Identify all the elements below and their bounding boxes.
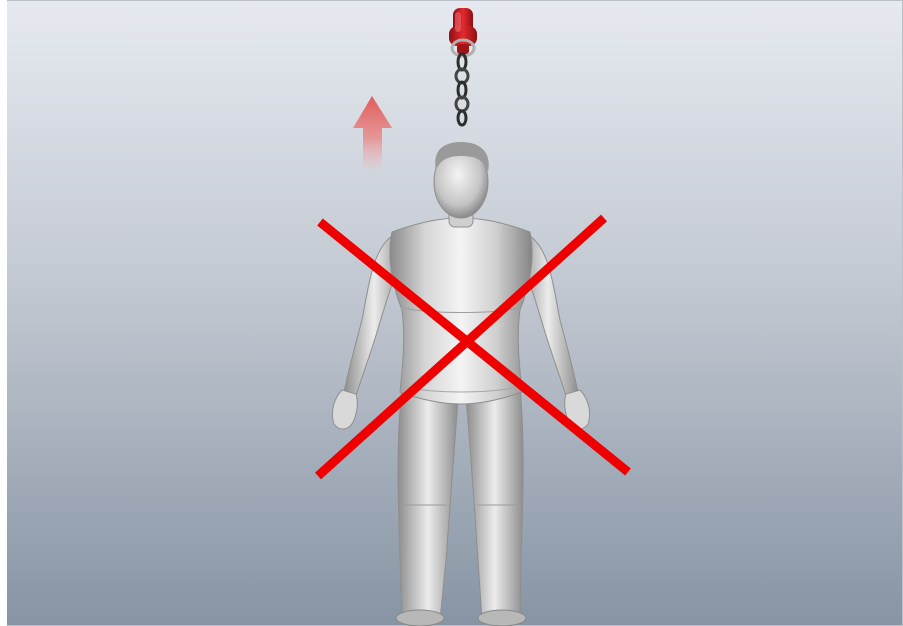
frame-left-edge: [0, 0, 7, 626]
right-foot: [478, 610, 526, 626]
lifting-hook-icon: [449, 8, 477, 56]
left-foot: [396, 610, 444, 626]
